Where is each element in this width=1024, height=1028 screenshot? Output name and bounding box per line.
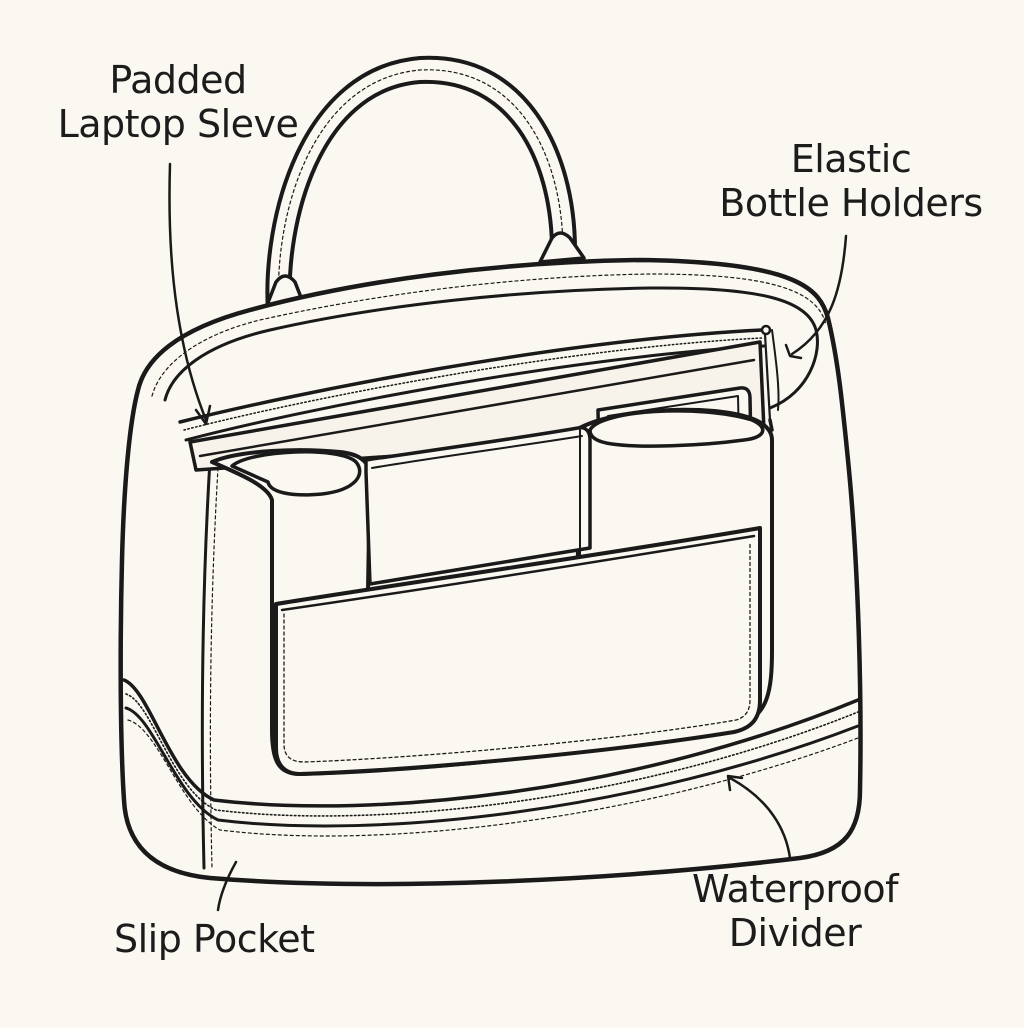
callout-slip-pocket: Slip Pocket <box>114 917 344 961</box>
callout-bottle-holders: Elastic Bottle Holders <box>716 137 986 225</box>
callout-waterproof-line-2: Divider <box>728 911 862 955</box>
callout-bottle-line-1: Elastic <box>790 137 912 181</box>
callout-waterproof-line-1: Waterproof <box>691 867 899 911</box>
bag-handle <box>260 55 586 320</box>
leader-bottle-holders <box>790 234 848 356</box>
callout-slip-line-1: Slip Pocket <box>114 917 315 961</box>
callout-waterproof-divider: Waterproof Divider <box>675 867 915 955</box>
leader-waterproof-divider <box>728 776 792 860</box>
callout-leaders <box>168 162 848 912</box>
callout-laptop-line-2: Laptop Sleve <box>57 102 299 146</box>
leader-slip-pocket <box>216 860 238 912</box>
callout-laptop-line-1: Padded <box>109 58 247 102</box>
waterproof-divider-band <box>122 678 860 837</box>
organizer-insert <box>178 324 774 776</box>
callout-laptop-sleeve: Padded Laptop Sleve <box>48 58 308 146</box>
callout-bottle-line-2: Bottle Holders <box>719 181 983 225</box>
leader-laptop-sleeve <box>168 162 208 422</box>
